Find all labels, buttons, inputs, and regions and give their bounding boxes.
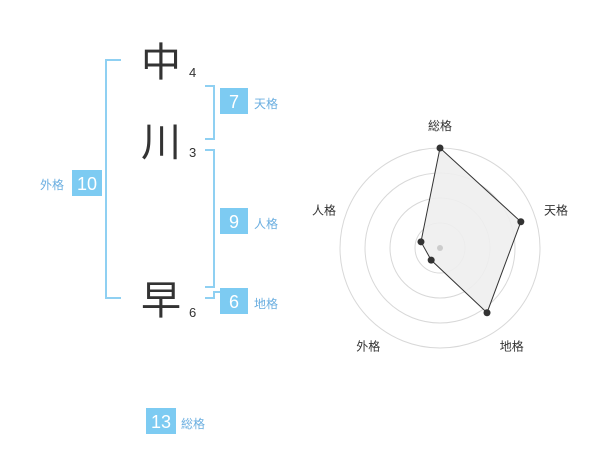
soukaku-label: 総格	[181, 416, 205, 431]
tenkaku-box	[220, 88, 248, 114]
radar-area	[420, 147, 522, 314]
name-char-2-strokes: 3	[189, 145, 196, 160]
soukaku-value: 13	[151, 412, 171, 432]
jinkaku-label: 人格	[254, 216, 278, 231]
name-char-1-strokes: 4	[189, 65, 196, 80]
radar-axis-label-4: 外格	[356, 339, 380, 354]
chikaku-box	[220, 288, 248, 314]
chikaku-value: 6	[229, 292, 239, 312]
radar-axis-label-1: 総格	[428, 118, 452, 133]
radar-point-2	[517, 218, 525, 226]
jinkaku-bracket	[205, 149, 215, 288]
jinkaku-value: 9	[229, 212, 239, 232]
name-char-3-strokes: 6	[189, 305, 196, 320]
radar-point-4	[427, 256, 435, 264]
chikaku-label: 地格	[254, 296, 278, 311]
radar-point-3	[483, 309, 491, 317]
tenkaku-label: 天格	[254, 96, 278, 111]
gaikaku-bracket	[105, 59, 121, 299]
soukaku-box	[146, 408, 176, 434]
radar-point-1	[436, 144, 444, 152]
name-char-1: 中	[141, 40, 181, 86]
tenkaku-value: 7	[229, 92, 239, 112]
chikaku-bracket	[205, 291, 220, 299]
tenkaku-bracket	[205, 85, 215, 140]
radar-center-dot	[437, 245, 443, 251]
name-char-2: 川	[141, 120, 181, 166]
jinkaku-box	[220, 208, 248, 234]
radar-axis-label-3: 地格	[500, 339, 524, 354]
gaikaku-box	[72, 170, 102, 196]
name-char-3: 早	[141, 278, 181, 324]
radar-axis-label-2: 天格	[544, 202, 568, 217]
radar-axis-label-5: 人格	[312, 202, 336, 217]
gaikaku-value: 10	[77, 174, 97, 194]
radar-point-5	[417, 238, 425, 246]
gaikaku-label: 外格	[40, 177, 64, 192]
